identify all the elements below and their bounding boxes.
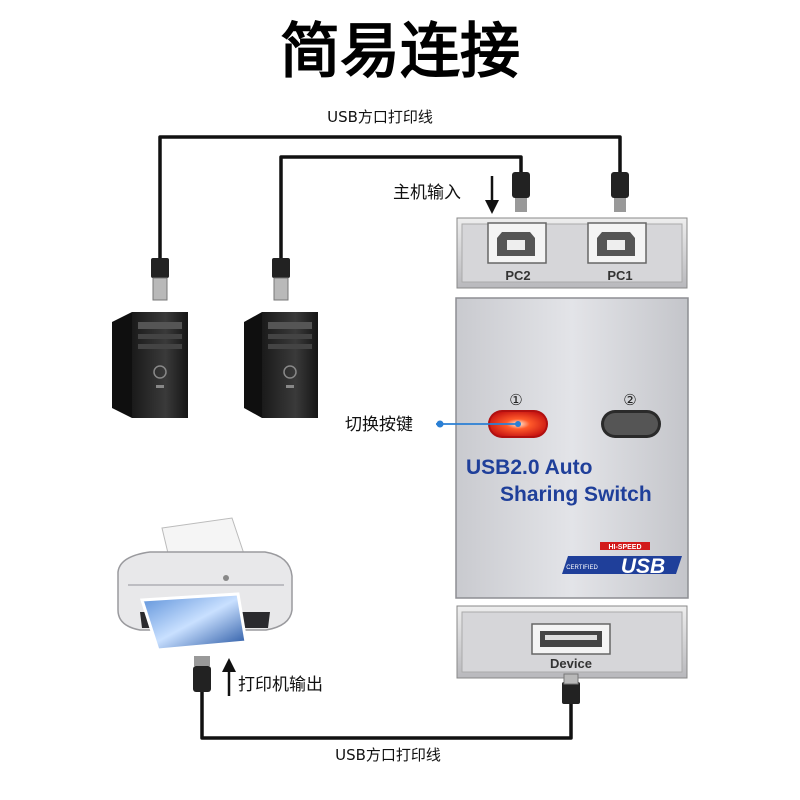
button-number-2: ② xyxy=(623,391,636,409)
usb-b-port-pc1[interactable] xyxy=(587,222,647,264)
port-label-device: Device xyxy=(550,656,592,671)
usb-hispeed-logo: HI-SPEED CERTIFIED USB xyxy=(562,542,682,578)
cable-pc-right xyxy=(279,155,523,262)
printer-output-label: 打印机输出 xyxy=(238,675,323,695)
cable-pc-left xyxy=(158,135,622,262)
page-title: 简易连接 xyxy=(280,17,520,87)
host-input-label: 主机输入 xyxy=(393,183,461,203)
usb-a-plug-right xyxy=(272,258,290,301)
usb-a-port-device[interactable] xyxy=(531,623,611,655)
usb-b-port-pc2[interactable] xyxy=(487,222,547,264)
switch-button-2[interactable] xyxy=(601,410,661,438)
pointer-line xyxy=(436,420,521,428)
bottom-cable xyxy=(193,656,580,740)
switch-body xyxy=(455,297,689,599)
switch-bottom-cap: Device xyxy=(456,605,688,679)
top-cables xyxy=(158,135,622,262)
usb-b-plug-pc2 xyxy=(512,172,530,212)
cable-top-label: USB方口打印线 xyxy=(327,108,433,126)
switch-name-line1: USB2.0 Auto xyxy=(466,456,592,479)
computer-tower-right xyxy=(244,312,318,418)
switch-name-line2: Sharing Switch xyxy=(500,483,652,506)
logo-usb-text: USB xyxy=(621,555,665,578)
cable-printer xyxy=(200,690,573,740)
button-number-1: ① xyxy=(509,391,522,409)
computer-tower-left xyxy=(112,312,188,418)
printer xyxy=(117,517,293,652)
switch-button-label: 切换按键 xyxy=(345,415,413,435)
port-label-pc1: PC1 xyxy=(607,268,632,283)
logo-certified-text: CERTIFIED xyxy=(566,565,598,571)
switch-top-cap: PC2 PC1 xyxy=(456,217,688,289)
usb-b-plug-pc1 xyxy=(611,172,629,212)
port-label-pc2: PC2 xyxy=(505,268,530,283)
cable-bottom-label: USB方口打印线 xyxy=(335,746,441,764)
usb-a-plug-left xyxy=(151,258,169,301)
logo-hispeed-text: HI-SPEED xyxy=(608,544,641,551)
arrow-down-icon xyxy=(485,176,499,214)
arrow-up-icon xyxy=(222,658,236,696)
